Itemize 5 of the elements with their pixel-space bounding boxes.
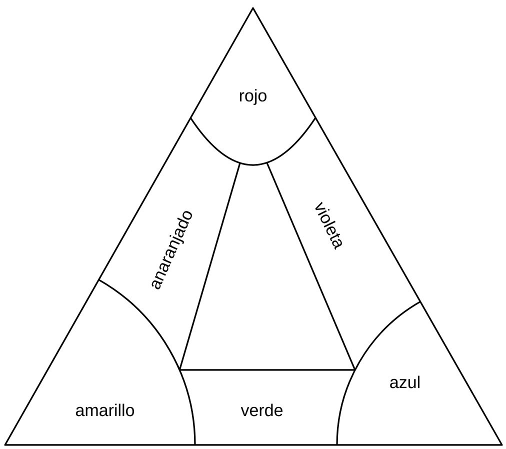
region-label: rojo	[240, 89, 266, 105]
region-label: amarillo	[76, 404, 134, 416]
region-label: azul	[390, 376, 420, 388]
region-label: verde	[240, 404, 282, 416]
region-label: violeta	[315, 202, 342, 250]
